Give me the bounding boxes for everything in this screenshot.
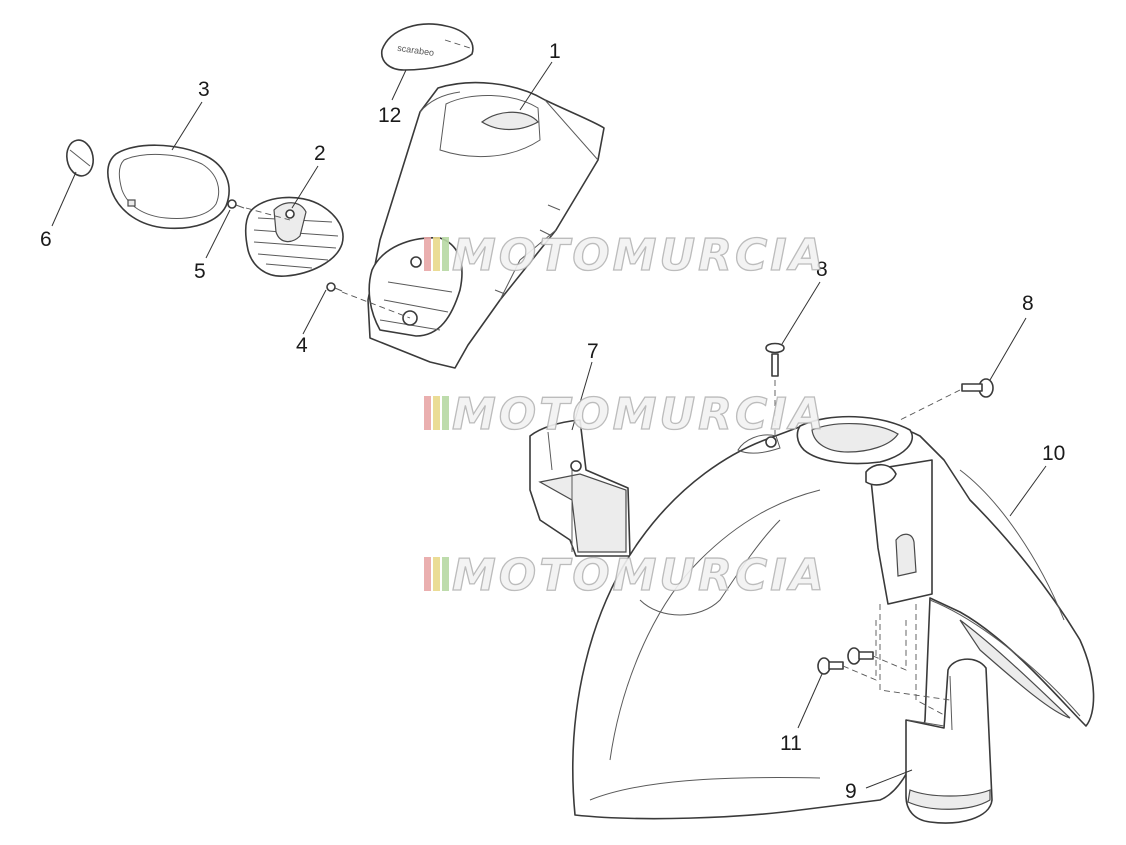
assembly-lines xyxy=(245,39,961,717)
part-8-screw-side xyxy=(961,378,994,398)
watermark-stripe-red xyxy=(424,237,431,271)
watermark-stripe-green xyxy=(442,396,449,430)
watermark-stripe-yellow xyxy=(433,396,440,430)
part-4-screw xyxy=(326,282,343,292)
part-9-mudguard-extension xyxy=(905,658,993,824)
callout-2: 2 xyxy=(314,142,326,165)
callout-6: 6 xyxy=(40,228,52,251)
watermark-1: MOTOMURCIA xyxy=(424,229,827,282)
watermark-stripe-green xyxy=(442,557,449,591)
watermark-stripe-yellow xyxy=(433,237,440,271)
part-10-front-mudguard xyxy=(572,415,1095,820)
part-2-headlight-reflector xyxy=(244,196,344,277)
watermark-stripe-yellow xyxy=(433,557,440,591)
callout-4: 4 xyxy=(296,334,308,357)
watermark-text: MOTOMURCIA xyxy=(452,550,827,601)
callout-5: 5 xyxy=(194,260,206,283)
watermark-text: MOTOMURCIA xyxy=(452,389,827,440)
callout-3: 3 xyxy=(198,78,210,101)
leader-lines xyxy=(51,61,1047,789)
callout-labels: 1 2 3 4 5 6 7 8 8 9 10 11 12 xyxy=(40,40,1065,803)
part-6-lens xyxy=(66,139,94,177)
part-11-screw-left xyxy=(817,657,844,675)
part-7-inner-panel xyxy=(529,419,631,557)
callout-7: 7 xyxy=(587,340,599,363)
watermark-text: MOTOMURCIA xyxy=(452,230,827,281)
part-12-emblem: scarabeo xyxy=(380,23,474,71)
callout-12: 12 xyxy=(378,104,401,127)
callout-9: 9 xyxy=(845,780,857,803)
part-11-screw-right xyxy=(847,647,874,665)
callout-11: 11 xyxy=(780,732,802,755)
watermark-stripe-red xyxy=(424,396,431,430)
watermark-3: MOTOMURCIA xyxy=(424,549,827,602)
part-8-screw-top xyxy=(765,342,785,377)
part-5-screw xyxy=(227,199,245,209)
callout-1: 1 xyxy=(549,40,561,63)
watermark-stripe-red xyxy=(424,557,431,591)
callout-8-side: 8 xyxy=(1022,292,1034,315)
callout-8-top: 8 xyxy=(816,258,828,281)
part-3-headlight-rim xyxy=(107,144,230,230)
watermark-2: MOTOMURCIA xyxy=(424,388,827,441)
part-1-front-shield xyxy=(367,81,605,369)
watermark-stripe-green xyxy=(442,237,449,271)
callout-10: 10 xyxy=(1042,442,1065,465)
